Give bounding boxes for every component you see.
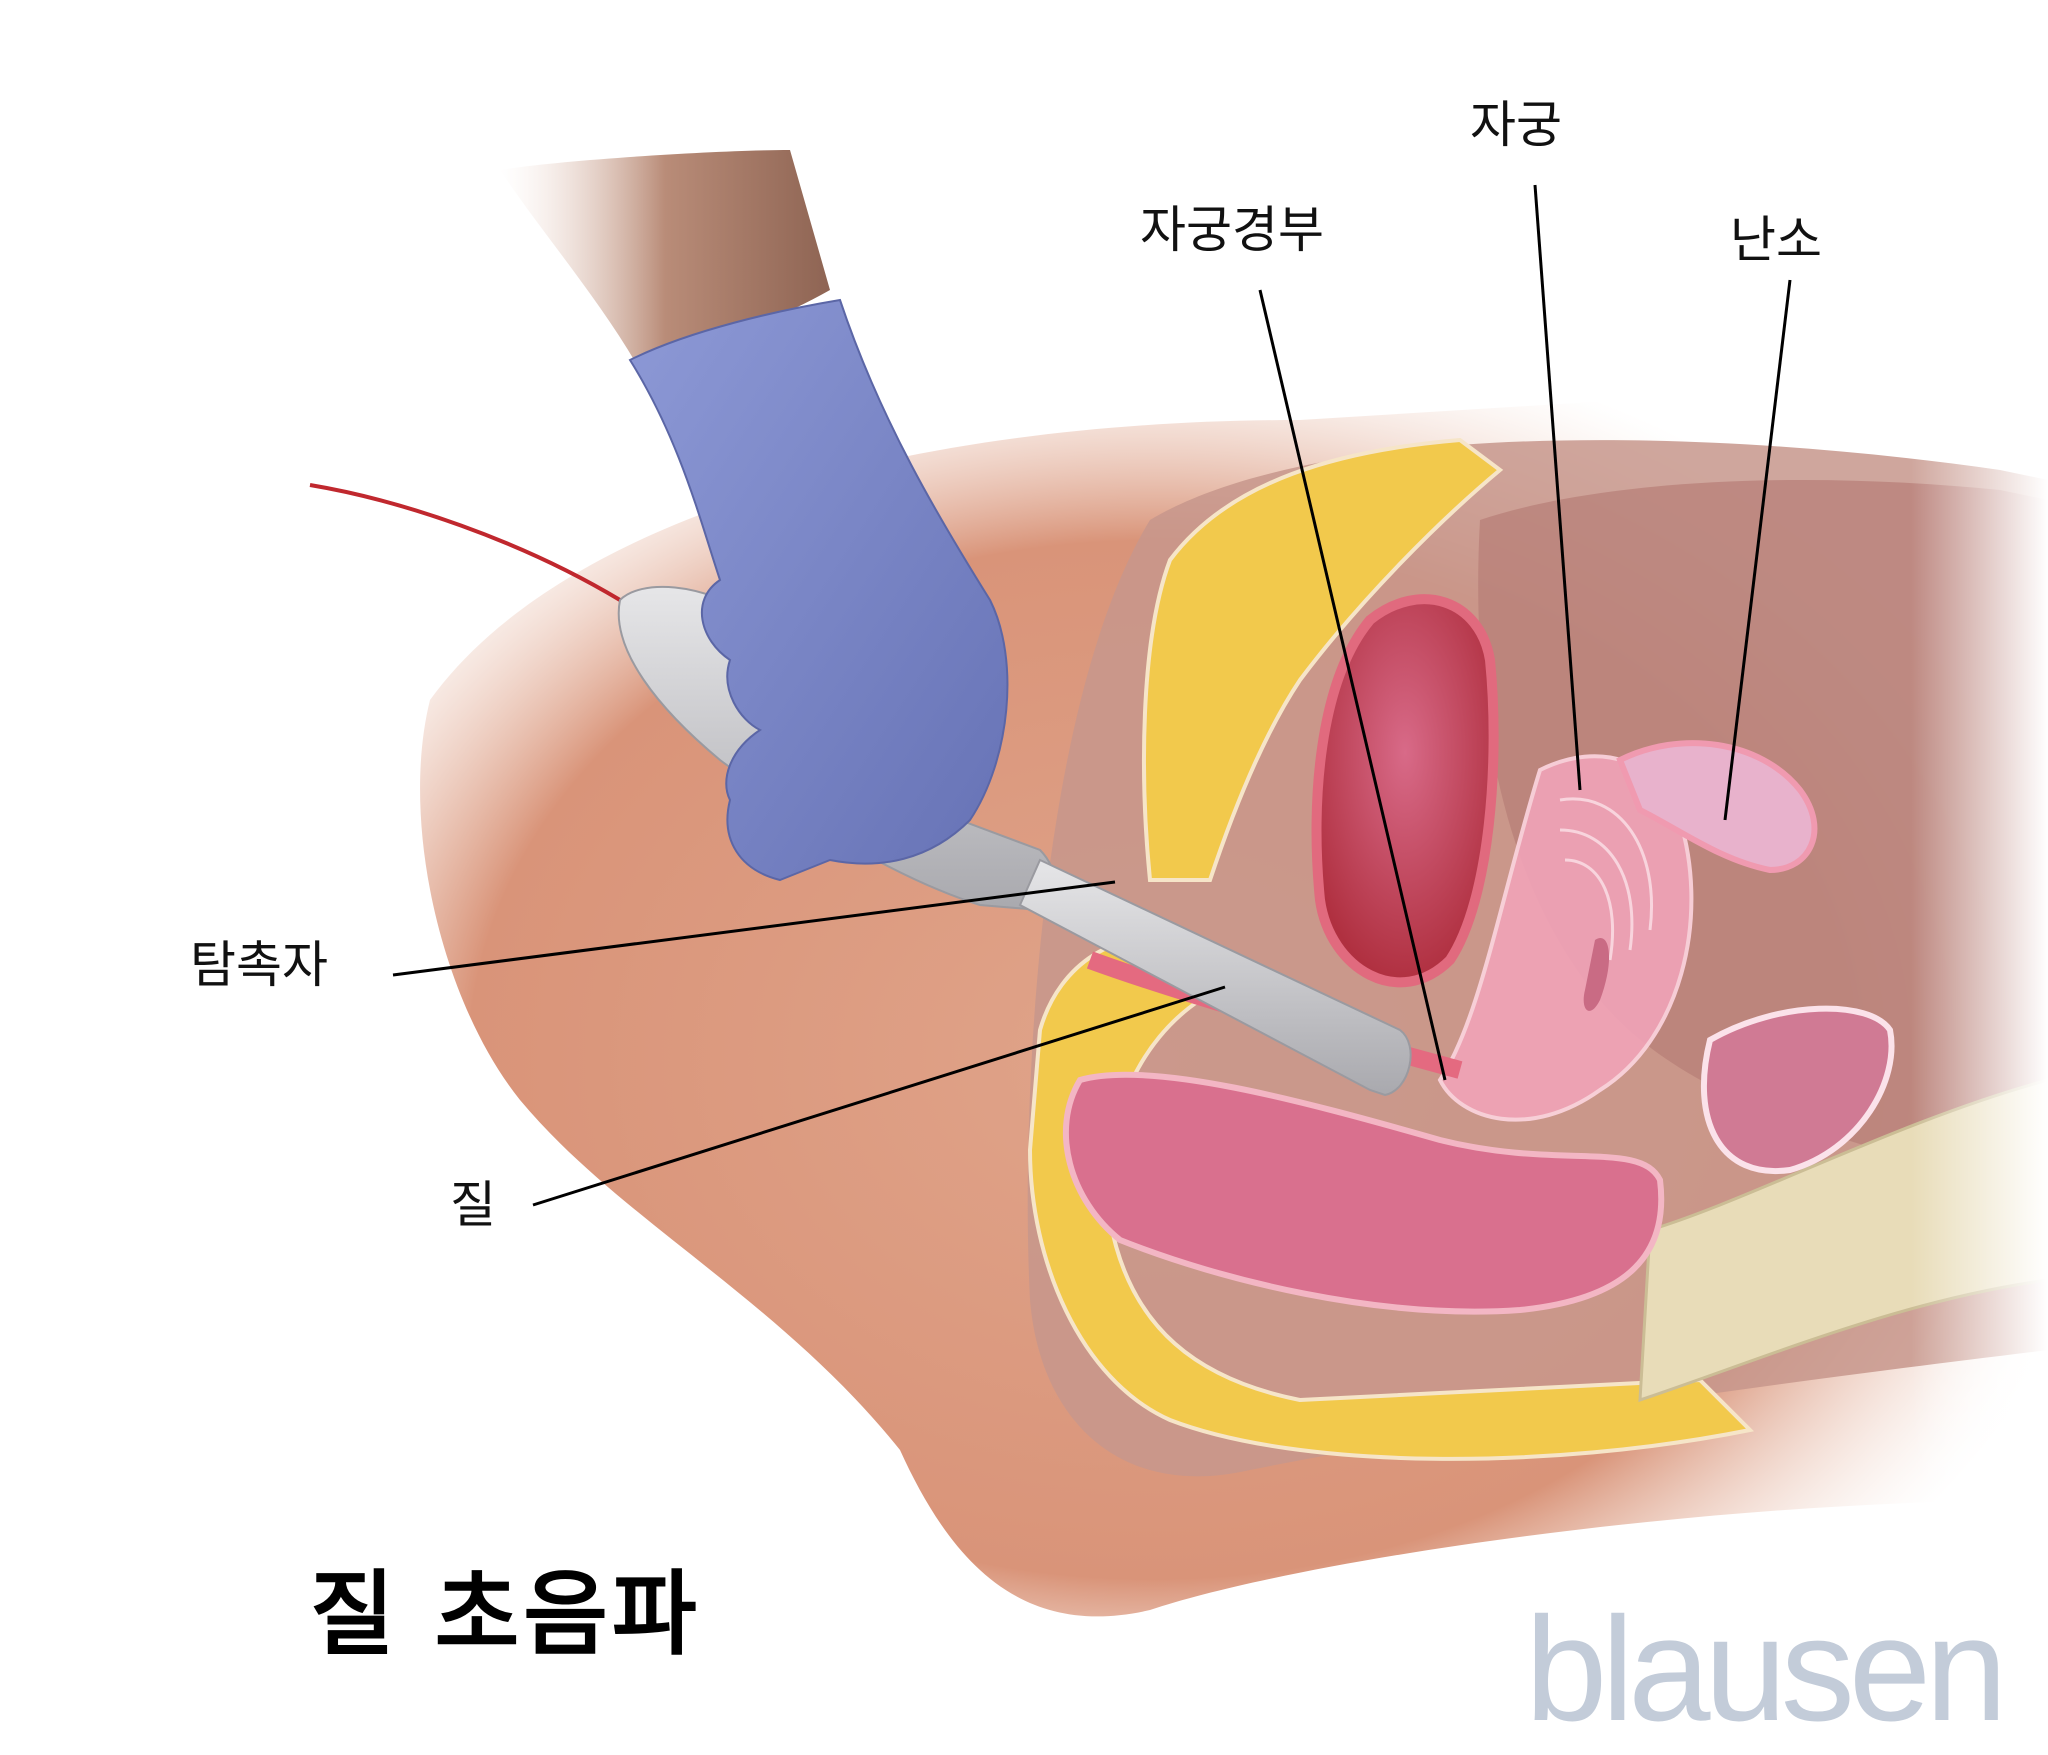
label-uterus: 자궁 <box>1470 96 1562 154</box>
figure-title: 질 초음파 <box>310 1561 701 1668</box>
label-probe: 탐촉자 <box>190 936 328 994</box>
leader-vagina <box>532 985 1226 1207</box>
bladder <box>1311 594 1499 988</box>
leader-probe <box>392 880 1116 977</box>
leader-ovary <box>1723 279 1792 821</box>
leader-uterus <box>1533 184 1582 791</box>
leader-cervix <box>1258 289 1447 1081</box>
fat-upper <box>1142 437 1504 882</box>
blausen-logo: blausen <box>1525 1587 2007 1752</box>
label-cervix: 자궁경부 <box>1140 201 1324 259</box>
label-vagina: 질 <box>450 1176 496 1234</box>
label-ovary: 난소 <box>1730 211 1822 269</box>
arm <box>500 150 830 370</box>
gloved-hand <box>628 298 1009 882</box>
